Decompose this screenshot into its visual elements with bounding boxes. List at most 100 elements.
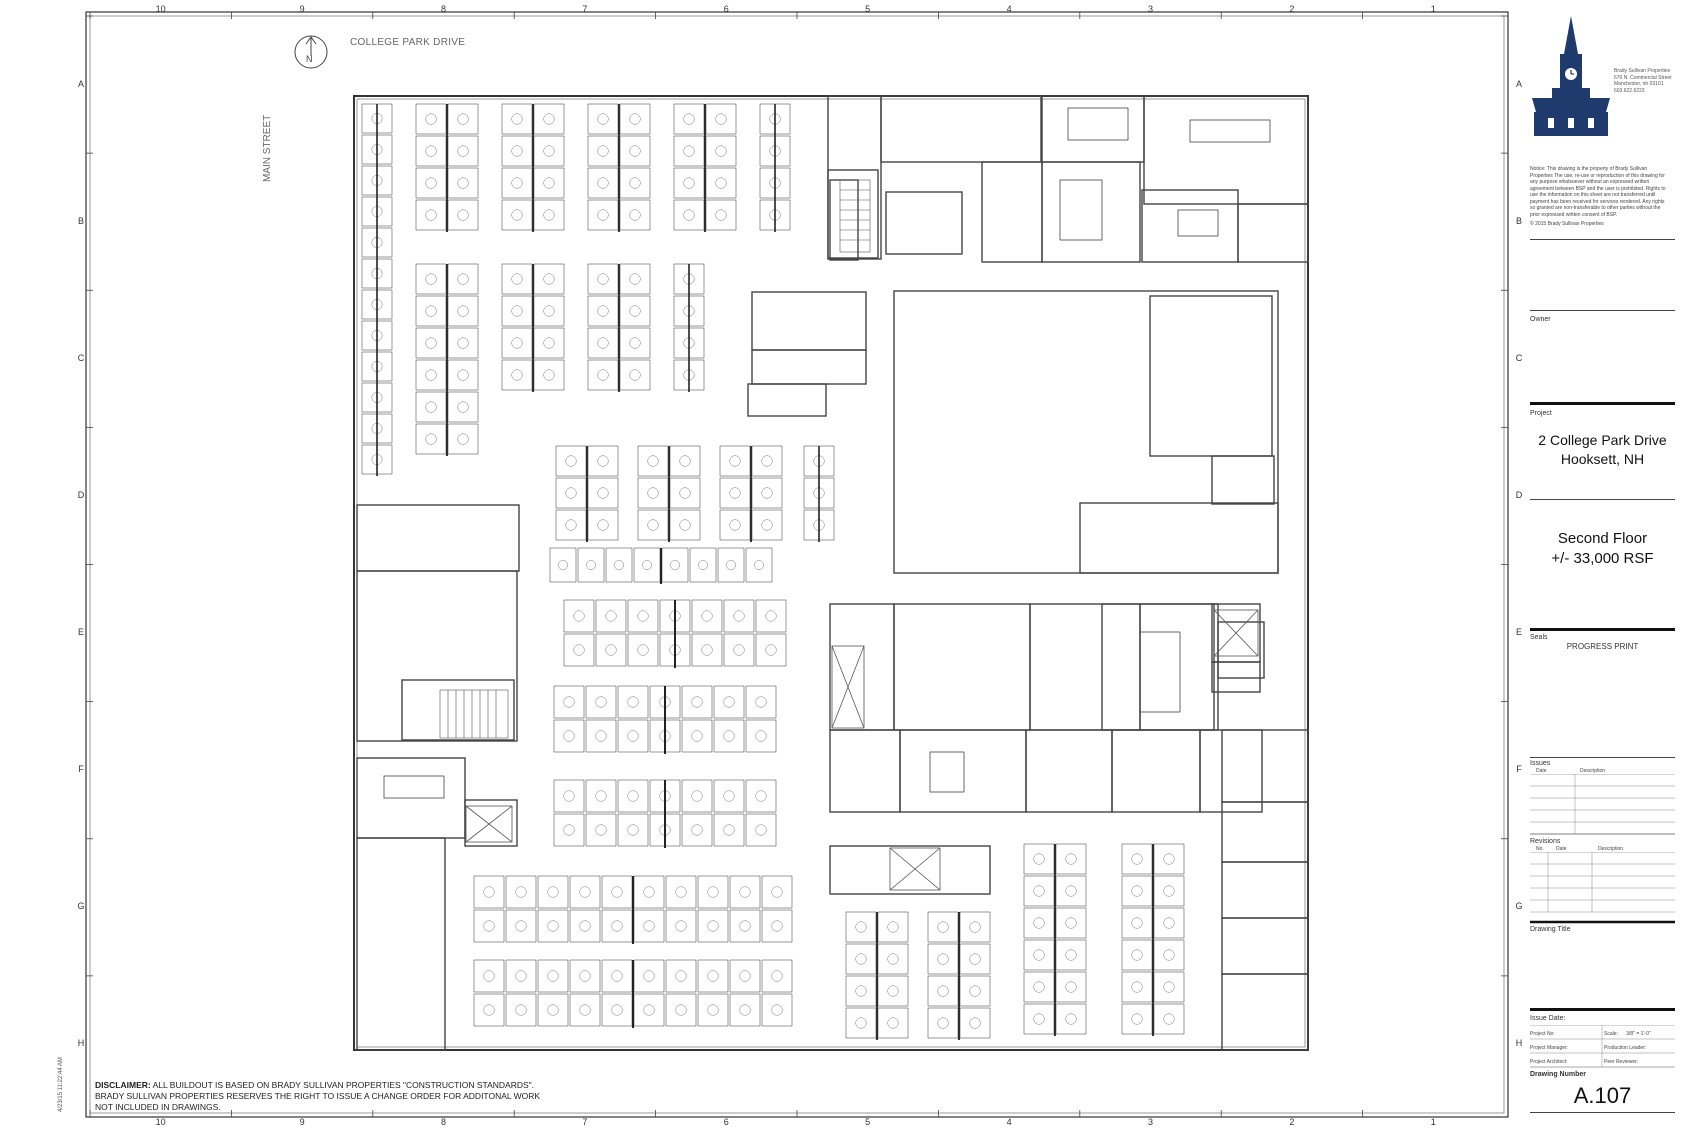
grid-row-label: A xyxy=(77,78,84,89)
chair-icon xyxy=(715,209,727,221)
chair-icon xyxy=(1131,885,1143,897)
chair-icon xyxy=(605,610,617,622)
chair-icon xyxy=(597,305,609,317)
workstation xyxy=(533,103,565,135)
grid-row-label: D xyxy=(1515,489,1523,500)
workstation xyxy=(505,909,537,943)
workstation xyxy=(533,199,565,231)
workstation xyxy=(1055,971,1087,1003)
chair-icon xyxy=(1065,853,1077,865)
grid-column-label: 8 xyxy=(440,1117,446,1127)
workstation xyxy=(697,959,729,993)
workstation xyxy=(719,445,751,477)
chair-icon xyxy=(755,696,767,708)
workstation xyxy=(673,167,705,199)
chair-icon xyxy=(729,519,741,531)
workstation xyxy=(1153,843,1185,875)
chair-icon xyxy=(647,487,659,499)
workstation xyxy=(845,911,877,943)
chair-icon xyxy=(543,305,555,317)
chair-icon xyxy=(629,305,641,317)
workstation xyxy=(927,911,959,943)
workstation xyxy=(505,875,537,909)
chair-icon xyxy=(755,824,767,836)
chair-icon xyxy=(679,519,691,531)
workstation xyxy=(761,959,793,993)
workstation xyxy=(415,423,447,455)
workstation xyxy=(595,599,627,633)
workstation xyxy=(1055,907,1087,939)
workstation xyxy=(617,779,649,813)
chair-icon xyxy=(670,560,680,570)
workstation xyxy=(587,167,619,199)
chair-icon xyxy=(558,560,568,570)
grid-column-label: 5 xyxy=(865,4,871,14)
chair-icon xyxy=(579,970,591,982)
chair-icon xyxy=(729,455,741,467)
chair-icon xyxy=(629,113,641,125)
north-arrow-label: N xyxy=(306,54,313,64)
chair-icon xyxy=(547,920,559,932)
workstation xyxy=(447,327,479,359)
workstation xyxy=(927,943,959,975)
chair-icon xyxy=(457,145,469,157)
disclaimer-line-1: ALL BUILDOUT IS BASED ON BRADY SULLIVAN … xyxy=(152,1080,535,1090)
workstation xyxy=(473,993,505,1027)
chair-icon xyxy=(565,455,577,467)
chair-icon xyxy=(457,209,469,221)
chair-icon xyxy=(425,273,437,285)
workstation xyxy=(1153,971,1185,1003)
workstation xyxy=(601,875,633,909)
workstation xyxy=(761,993,793,1027)
conference-table xyxy=(1067,107,1129,141)
chair-icon xyxy=(723,824,735,836)
workstation xyxy=(697,993,729,1027)
workstation xyxy=(877,1007,909,1039)
workstation xyxy=(553,779,585,813)
workstation xyxy=(637,445,669,477)
workstation-clusters xyxy=(361,103,1271,1040)
disclaimer-line-3: NOT INCLUDED IN DRAWINGS. xyxy=(95,1102,221,1112)
workstation xyxy=(553,685,585,719)
workstation xyxy=(501,295,533,327)
workstation xyxy=(619,327,651,359)
workstation xyxy=(537,959,569,993)
chair-icon xyxy=(483,920,495,932)
chair-icon xyxy=(605,644,617,656)
chair-icon xyxy=(425,337,437,349)
chair-icon xyxy=(1033,917,1045,929)
workstation xyxy=(1023,1003,1055,1035)
workstation xyxy=(587,359,619,391)
project-address-line-1: 2 College Park Drive xyxy=(1538,432,1667,448)
workstation xyxy=(533,263,565,295)
chair-icon xyxy=(597,455,609,467)
north-arrow-icon xyxy=(294,35,328,69)
chair-icon xyxy=(563,790,575,802)
workstation xyxy=(877,975,909,1007)
workstation xyxy=(415,295,447,327)
chair-icon xyxy=(595,696,607,708)
workstation xyxy=(537,875,569,909)
chair-icon xyxy=(683,209,695,221)
chair-icon xyxy=(1131,1013,1143,1025)
chair-icon xyxy=(425,177,437,189)
workstation xyxy=(633,993,665,1027)
chair-icon xyxy=(643,1004,655,1016)
conference-table xyxy=(1139,631,1181,713)
company-name: Brady Sullivan Properties xyxy=(1614,68,1671,74)
chair-icon xyxy=(1033,853,1045,865)
workstation xyxy=(927,975,959,1007)
workstation xyxy=(617,813,649,847)
workstation xyxy=(447,359,479,391)
chair-icon xyxy=(723,696,735,708)
workstation xyxy=(605,547,633,583)
workstation xyxy=(691,633,723,667)
chair-icon xyxy=(937,921,949,933)
chair-icon xyxy=(698,560,708,570)
conference-table xyxy=(1189,119,1271,143)
grid-row-label: E xyxy=(1515,627,1522,638)
chair-icon xyxy=(715,145,727,157)
chair-icon xyxy=(855,985,867,997)
chair-icon xyxy=(701,644,713,656)
workstation xyxy=(689,547,717,583)
